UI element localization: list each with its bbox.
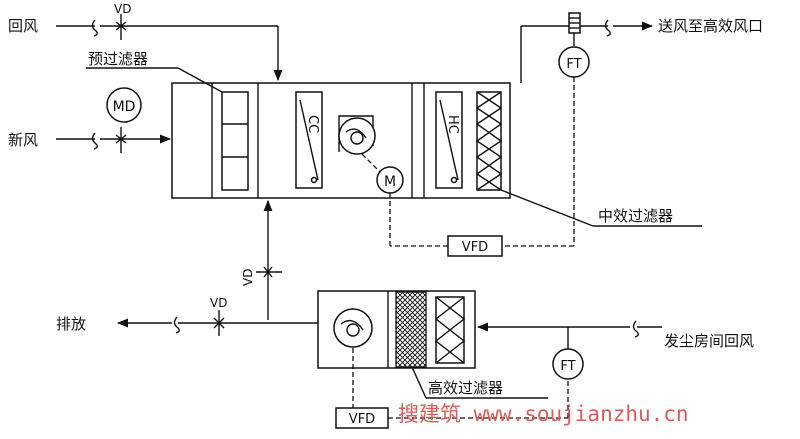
vertical-connection: VD: [241, 199, 282, 320]
pre-filter-callout: 预过滤器: [86, 50, 223, 93]
vd-vertical-label: VD: [241, 269, 255, 286]
room-return-label: 发尘房间回风: [664, 332, 754, 350]
vfd-bottom-label: VFD: [349, 412, 375, 427]
vd-damper-vertical: [256, 266, 282, 278]
ft-top-label: FT: [566, 57, 581, 72]
cooling-coil: CC: [295, 91, 323, 189]
hepa-filter-element: [395, 291, 427, 368]
pre-filter-label: 预过滤器: [88, 50, 148, 68]
exhaust-label: 排放: [56, 315, 86, 333]
medium-filter-callout: 中效过滤器: [500, 189, 702, 227]
upper-ahu: CC M HC: [171, 82, 511, 199]
vd-damper-exhaust: [213, 310, 225, 336]
md-actuator: MD: [106, 87, 142, 123]
airflow-sensor: [568, 12, 581, 46]
exhaust-duct: VD 排放: [56, 296, 318, 336]
vfd-top-box: [447, 235, 503, 257]
supply-air-label: 送风至高效风口: [658, 17, 763, 35]
fresh-air-label: 新风: [8, 131, 38, 149]
hc-label: HC: [445, 115, 460, 134]
fresh-air-duct: MD 新风: [8, 87, 172, 153]
vd-top-label: VD: [114, 2, 131, 16]
vfd-bottom-box: [335, 407, 389, 429]
ft-transmitter-bottom: FT: [552, 348, 584, 380]
vd-exhaust-label: VD: [210, 296, 227, 310]
watermark: 搜建筑 www.soujianzhu.cn: [398, 402, 689, 426]
ft-transmitter-top: FT: [558, 46, 590, 78]
upper-control-loop: VFD: [389, 77, 575, 257]
return-air-duct: VD 回风: [8, 2, 283, 82]
lower-ahu: [317, 290, 476, 369]
motor-label: M: [384, 174, 396, 190]
return-air-label: 回风: [8, 17, 38, 35]
hepa-filter-label: 高效过滤器: [428, 379, 503, 397]
medium-filter-label: 中效过滤器: [598, 207, 673, 225]
lower-control-loop: VFD: [335, 348, 569, 429]
supply-air-duct: FT 送风至高效风口: [520, 12, 763, 83]
room-return-duct: FT 发尘房间回风: [476, 320, 754, 380]
heating-coil: HC: [423, 83, 463, 198]
ft-bottom-label: FT: [560, 359, 575, 374]
hepa-filter-callout: 高效过滤器: [411, 366, 548, 399]
fresh-air-damper: [115, 127, 127, 153]
vd-damper-top: [115, 14, 127, 40]
supply-fan: [338, 115, 376, 155]
medium-filter-element: [475, 91, 503, 191]
vfd-top-label: VFD: [462, 240, 488, 255]
md-label: MD: [113, 99, 136, 115]
exhaust-fan: [333, 308, 373, 348]
pre-filter-element: [211, 83, 249, 198]
cc-label: CC: [305, 115, 320, 133]
lower-medium-filter: [434, 296, 466, 364]
